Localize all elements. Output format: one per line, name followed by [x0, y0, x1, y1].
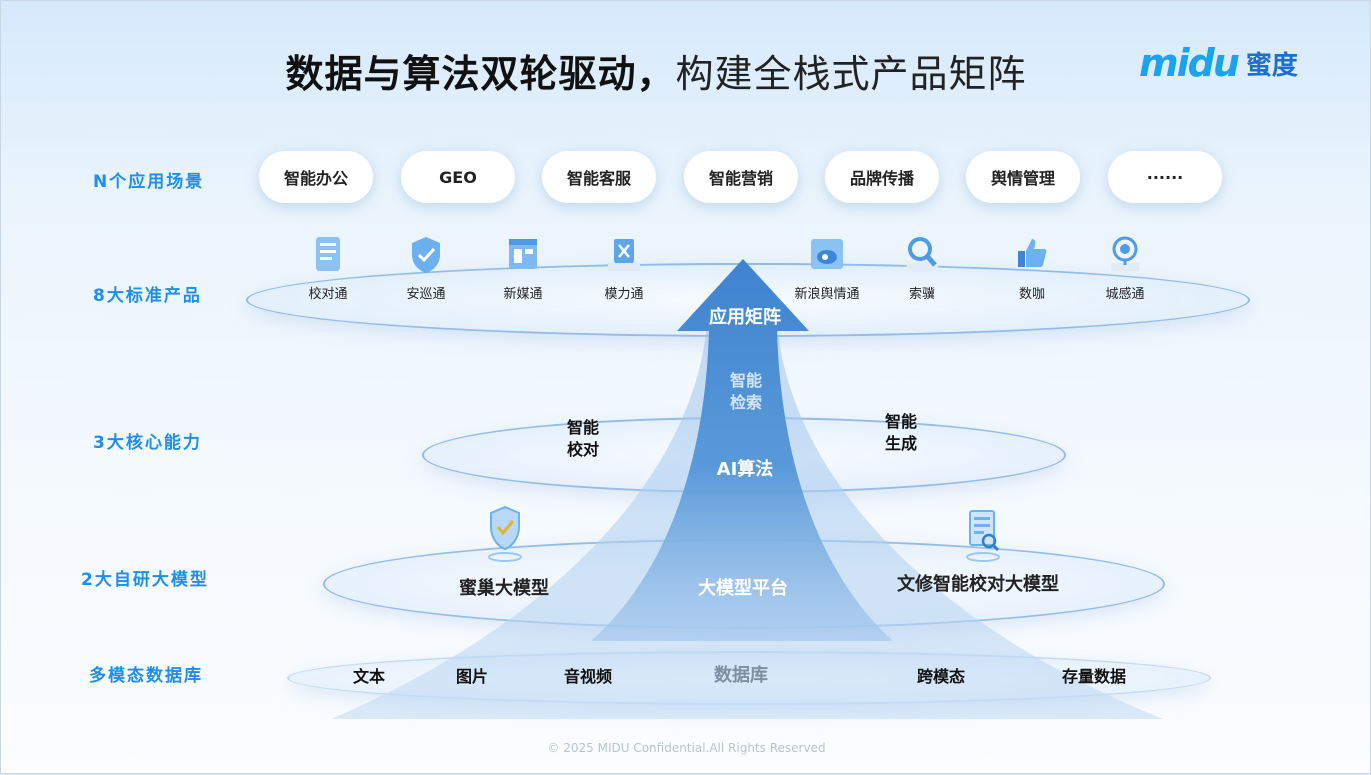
db-item: 文本 [353, 667, 386, 686]
title-bold: 数据与算法双轮驱动， [285, 52, 676, 96]
title-light: 构建全栈式产品矩阵 [675, 52, 1027, 96]
scenario-pill[interactable]: 智能客服 [542, 151, 656, 203]
arrow-label-model-platform: 大模型平台 [698, 578, 788, 599]
arrow-inner [591, 259, 893, 641]
scenario-pill[interactable]: GEO [401, 151, 515, 203]
product-label: 新浪舆情通 [794, 287, 860, 302]
product-label: 数咖 [1018, 287, 1045, 302]
page-title: 数据与算法双轮驱动，构建全栈式产品矩阵 [1, 43, 1311, 98]
model-wenxiu: 文修智能校对大模型 [897, 574, 1059, 595]
document-icon [316, 237, 340, 271]
row-label-scenarios: N个应用场景 [93, 172, 205, 192]
capability-retrieval: 智能 检索 [729, 371, 762, 412]
product-item[interactable]: 索骥 [877, 233, 967, 302]
browser-window-icon [509, 239, 537, 269]
row-label-products: 8大标准产品 [93, 286, 202, 306]
product-label: 新媒通 [503, 287, 543, 302]
footer-copyright: © 2025 MIDU Confidential.All Rights Rese… [547, 741, 826, 755]
product-label: 城感通 [1105, 287, 1145, 302]
product-label: 校对通 [308, 287, 348, 302]
product-label: 模力通 [604, 287, 644, 302]
product-item[interactable]: 新浪舆情通 [782, 233, 872, 302]
product-item[interactable]: 城感通 [1080, 233, 1170, 302]
weibo-icon [811, 239, 843, 269]
magnifier-icon [906, 237, 938, 272]
model-mihechao: 蜜巢大模型 [459, 578, 549, 599]
thumbs-up-icon [1018, 239, 1047, 267]
scenario-pill[interactable]: ······ [1108, 151, 1222, 203]
document-search-icon [966, 510, 1000, 562]
target-icon [1111, 236, 1139, 271]
product-label: 安巡通 [406, 287, 446, 302]
arrow-label-app-matrix: 应用矩阵 [709, 307, 781, 328]
logo-en: midu [1139, 41, 1240, 85]
scenario-pill[interactable]: 智能办公 [259, 151, 373, 203]
capability-proofreading: 智能 校对 [566, 418, 599, 459]
product-item[interactable]: 新媒通 [478, 233, 568, 302]
product-item[interactable]: 数咖 [987, 233, 1077, 302]
db-item: 音视频 [564, 667, 613, 686]
logo-cn: 蜜度 [1245, 50, 1298, 81]
capability-generation: 智能 生成 [884, 412, 917, 453]
row-label-models: 2大自研大模型 [81, 570, 209, 590]
midu-logo: midu 蜜度 [1139, 41, 1298, 85]
db-center: 数据库 [714, 665, 768, 686]
product-item[interactable]: 校对通 [283, 233, 373, 302]
shield-check-icon [488, 505, 522, 562]
scenario-pill[interactable]: 舆情管理 [966, 151, 1080, 203]
arrow-label-ai-algorithm: AI算法 [716, 459, 774, 480]
scenario-pill[interactable]: 品牌传播 [825, 151, 939, 203]
db-item: 存量数据 [1062, 667, 1127, 686]
db-item: 图片 [456, 667, 489, 686]
scenario-pill[interactable]: 智能营销 [684, 151, 798, 203]
db-item: 跨模态 [917, 667, 966, 686]
row-label-capabilities: 3大核心能力 [93, 433, 202, 453]
product-label: 索骥 [908, 287, 935, 302]
chip-icon [608, 239, 640, 271]
product-item[interactable]: 安巡通 [381, 233, 471, 302]
row-label-database: 多模态数据库 [89, 666, 203, 686]
product-item[interactable]: 模力通 [579, 233, 669, 302]
shield-icon [412, 237, 440, 273]
